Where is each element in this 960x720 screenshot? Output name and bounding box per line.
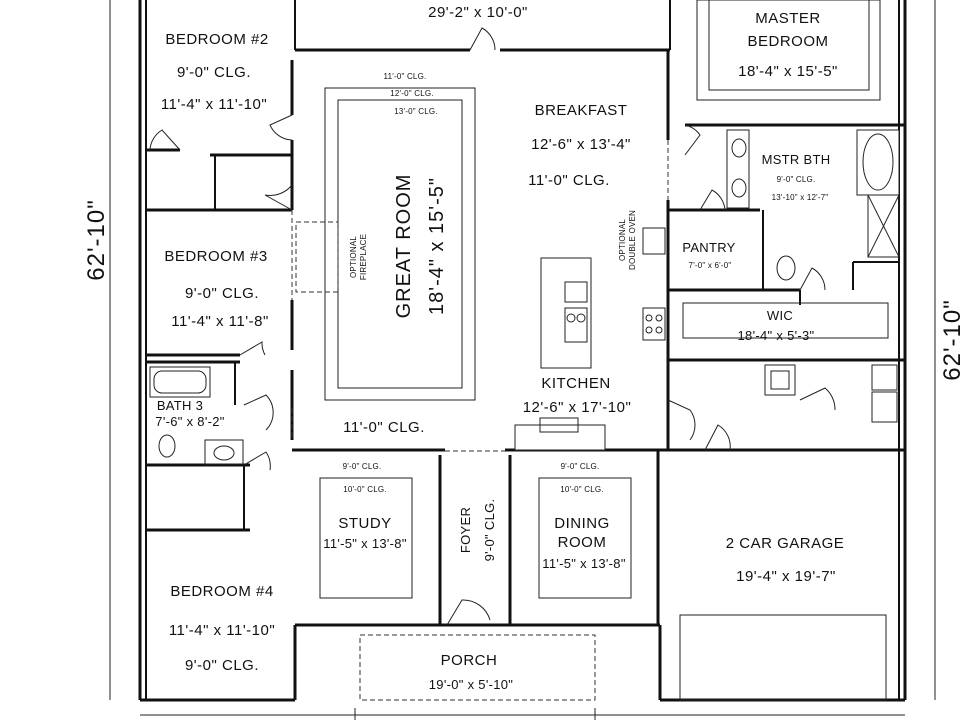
range-icon — [642, 307, 666, 341]
bedroom3-name: BEDROOM #3 — [164, 248, 267, 265]
great-room-name: GREAT ROOM — [393, 174, 415, 319]
master-bath-size: 13'-10" x 12'-7" — [772, 193, 829, 202]
bedroom4-size: 11'-4" x 11'-10" — [169, 622, 275, 639]
wic-size: 18'-4" x 5'-3" — [738, 328, 815, 343]
foyer-name: FOYER — [458, 507, 473, 553]
porch-name: PORCH — [441, 652, 498, 669]
dining-tray1: 9'-0" CLG. — [561, 462, 600, 471]
master-bath-ceiling: 9'-0" CLG. — [777, 175, 816, 184]
pantry-size: 7'-0" x 6'-0" — [689, 261, 732, 270]
dining-size: 11'-5" x 13'-8" — [542, 556, 626, 571]
great-room-tray3: 13'-0" CLG. — [394, 107, 437, 116]
master-bedroom-name-1: MASTER — [755, 10, 821, 27]
study-tray2: 10'-0" CLG. — [343, 485, 386, 494]
dimension-lines — [109, 0, 936, 720]
bath3-name: BATH 3 — [157, 398, 203, 413]
fireplace-label-2: FIREPLACE — [359, 234, 368, 280]
walls — [138, 0, 907, 702]
overall-depth-right: 62'-10" — [939, 299, 960, 380]
breakfast-size: 12'-6" x 13'-4" — [531, 136, 631, 153]
porch-size: 19'-0" x 5'-10" — [429, 677, 514, 692]
bedroom2-ceiling: 9'-0" CLG. — [177, 64, 251, 81]
bedroom2-size: 11'-4" x 11'-10" — [161, 96, 267, 113]
kitchen-island — [540, 257, 592, 369]
bedroom3-size: 11'-4" x 11'-8" — [171, 313, 269, 330]
dining-name-2: ROOM — [558, 534, 607, 551]
top-porch-size: 29'-2" x 10'-0" — [428, 4, 528, 21]
great-room-tray1: 11'-0" CLG. — [384, 72, 427, 81]
bath3-size: 7'-6" x 8'-2" — [155, 414, 224, 429]
study-name: STUDY — [338, 515, 391, 532]
kitchen-size: 12'-6" x 17'-10" — [523, 399, 632, 416]
bedroom4-ceiling: 9'-0" CLG. — [185, 657, 259, 674]
fixtures — [149, 129, 900, 465]
breakfast-name: BREAKFAST — [535, 102, 628, 119]
garage-size: 19'-4" x 19'-7" — [736, 568, 836, 585]
bedroom2-name: BEDROOM #2 — [165, 31, 268, 48]
dining-tray2: 10'-0" CLG. — [560, 485, 603, 494]
doors — [149, 27, 836, 626]
pantry-name: PANTRY — [682, 240, 735, 255]
master-bedroom-size: 18'-4" x 15'-5" — [738, 63, 838, 80]
labels: 62'-10" 62'-10" 29'-2" x 10'-0" BEDROOM … — [83, 4, 960, 692]
bathtub-icon — [149, 366, 211, 398]
great-room-tray2: 12'-0" CLG. — [390, 89, 433, 98]
dining-name-1: DINING — [554, 515, 610, 532]
oven-label-2: DOUBLE OVEN — [628, 210, 637, 270]
study-size: 11'-5" x 13'-8" — [323, 536, 407, 551]
master-bath-name: MSTR BTH — [762, 152, 831, 167]
kitchen-name: KITCHEN — [541, 375, 610, 392]
breakfast-ceiling: 11'-0" CLG. — [528, 172, 610, 189]
great-room-size: 18'-4" x 15'-5" — [426, 177, 448, 315]
bedroom3-ceiling: 9'-0" CLG. — [185, 285, 259, 302]
toilet-icon — [158, 434, 176, 458]
oven-label-1: OPTIONAL — [618, 219, 627, 261]
master-bedroom-name-2: BEDROOM — [747, 33, 828, 50]
fireplace-label-1: OPTIONAL — [349, 236, 358, 278]
study-tray1: 9'-0" CLG. — [343, 462, 382, 471]
great-room-ceiling: 11'-0" CLG. — [343, 419, 425, 436]
garage-name: 2 CAR GARAGE — [726, 535, 845, 552]
overall-depth-left: 62'-10" — [83, 199, 110, 280]
bedroom4-name: BEDROOM #4 — [170, 583, 273, 600]
foyer-ceiling: 9'-0" CLG. — [482, 499, 497, 562]
wic-name: WIC — [767, 308, 793, 323]
